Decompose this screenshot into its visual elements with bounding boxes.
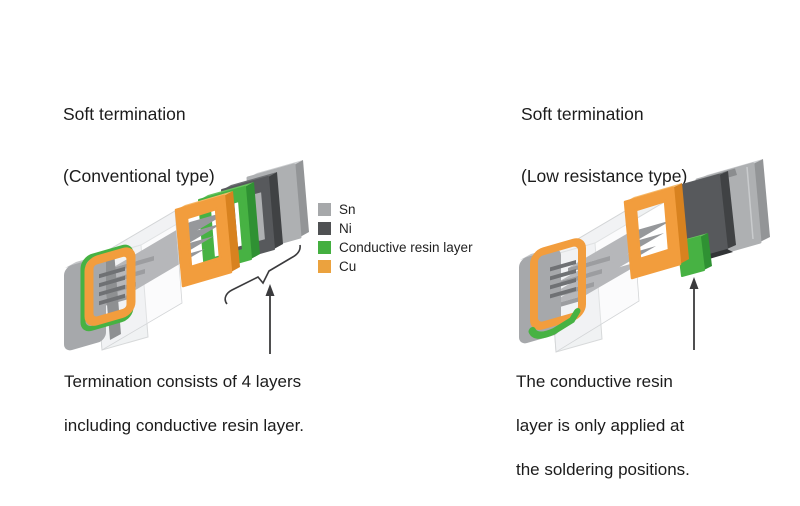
layers-brace (224, 244, 301, 305)
legend-label: Sn (339, 201, 356, 217)
left-panel-title: Soft termination (Conventional type) (63, 99, 215, 192)
diagram-low-resistance-type (519, 159, 770, 353)
legend-label: Cu (339, 258, 357, 274)
left-caption-line2: including conductive resin layer. (64, 416, 305, 435)
material-legend: Sn Ni Conductive resin layer Cu (318, 200, 473, 276)
left-caption-line1: Termination consists of 4 layers (64, 372, 302, 391)
right-caption-line1: The conductive resin (516, 372, 673, 391)
ni-swatch-icon (318, 222, 331, 235)
right-panel-caption: The conductive resin layer is only appli… (516, 371, 690, 481)
electrode-plate-ends (550, 259, 576, 299)
termination-cap (519, 238, 586, 344)
cu-swatch-icon (318, 260, 331, 273)
resin-swatch-icon (318, 241, 331, 254)
left-title-line2: (Conventional type) (63, 166, 215, 186)
left-title-line1: Soft termination (63, 104, 186, 124)
right-caption-line2: layer is only applied at (516, 416, 685, 435)
legend-label: Conductive resin layer (339, 239, 473, 255)
cu-layer (623, 183, 689, 280)
electrode-plate-ends (99, 266, 125, 306)
legend-label: Ni (339, 220, 352, 236)
legend-item-ni: Ni (318, 219, 473, 238)
left-panel-caption: Termination consists of 4 layers includi… (64, 371, 304, 437)
right-panel-title: Soft termination (Low resistance type) (521, 99, 687, 192)
legend-item-cu: Cu (318, 257, 473, 276)
cu-layer (174, 191, 240, 288)
termination-cap (64, 244, 136, 351)
legend-item-resin: Conductive resin layer (318, 238, 473, 257)
sn-swatch-icon (318, 203, 331, 216)
diagram-conventional-type (64, 160, 309, 354)
arrow-up-icon (265, 284, 275, 354)
resin-bottom-strip (528, 308, 581, 339)
right-title-line1: Soft termination (521, 104, 644, 124)
right-title-line2: (Low resistance type) (521, 166, 688, 186)
arrow-up-icon (689, 277, 699, 350)
legend-item-sn: Sn (318, 200, 473, 219)
right-caption-line3: the soldering positions. (516, 460, 690, 479)
